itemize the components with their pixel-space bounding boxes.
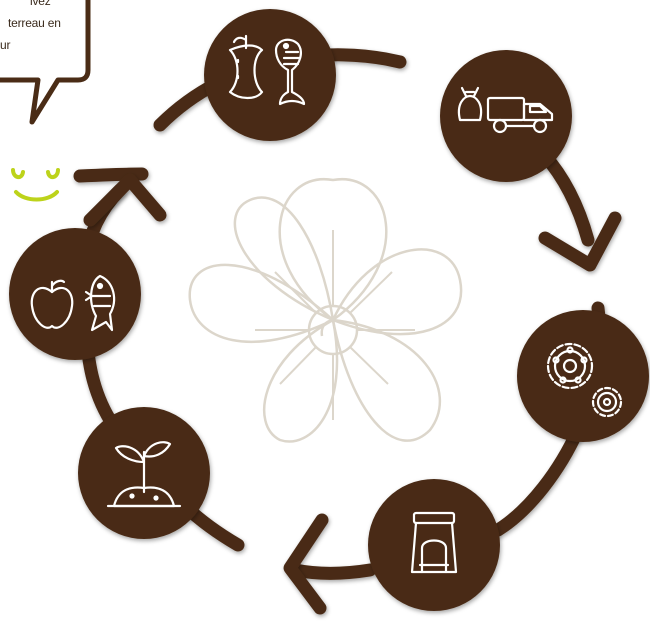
collection-truck-icon xyxy=(457,86,554,134)
central-flower-icon xyxy=(188,178,463,443)
step-circle-processing xyxy=(517,310,649,442)
processing-gears-icon xyxy=(546,342,623,418)
compost-bin-icon xyxy=(410,511,458,574)
step-circle-truck xyxy=(440,50,572,182)
speech-line-2: terreau en xyxy=(8,16,61,30)
sprout-icon xyxy=(106,441,182,508)
step-circle-compost-bin xyxy=(368,479,500,611)
arrowheads xyxy=(83,173,622,615)
step-circle-apple-fish xyxy=(9,228,141,360)
speech-line-1: ivez xyxy=(30,0,51,8)
smile-icon xyxy=(11,168,60,202)
speech-bubble-text: ivez terreau en ur xyxy=(0,0,75,56)
step-circle-food-scraps xyxy=(204,9,336,141)
speech-line-3: ur xyxy=(0,38,11,52)
food-scraps-icon xyxy=(228,34,306,106)
apple-fish-icon xyxy=(30,274,116,332)
speech-bubble xyxy=(0,0,91,125)
